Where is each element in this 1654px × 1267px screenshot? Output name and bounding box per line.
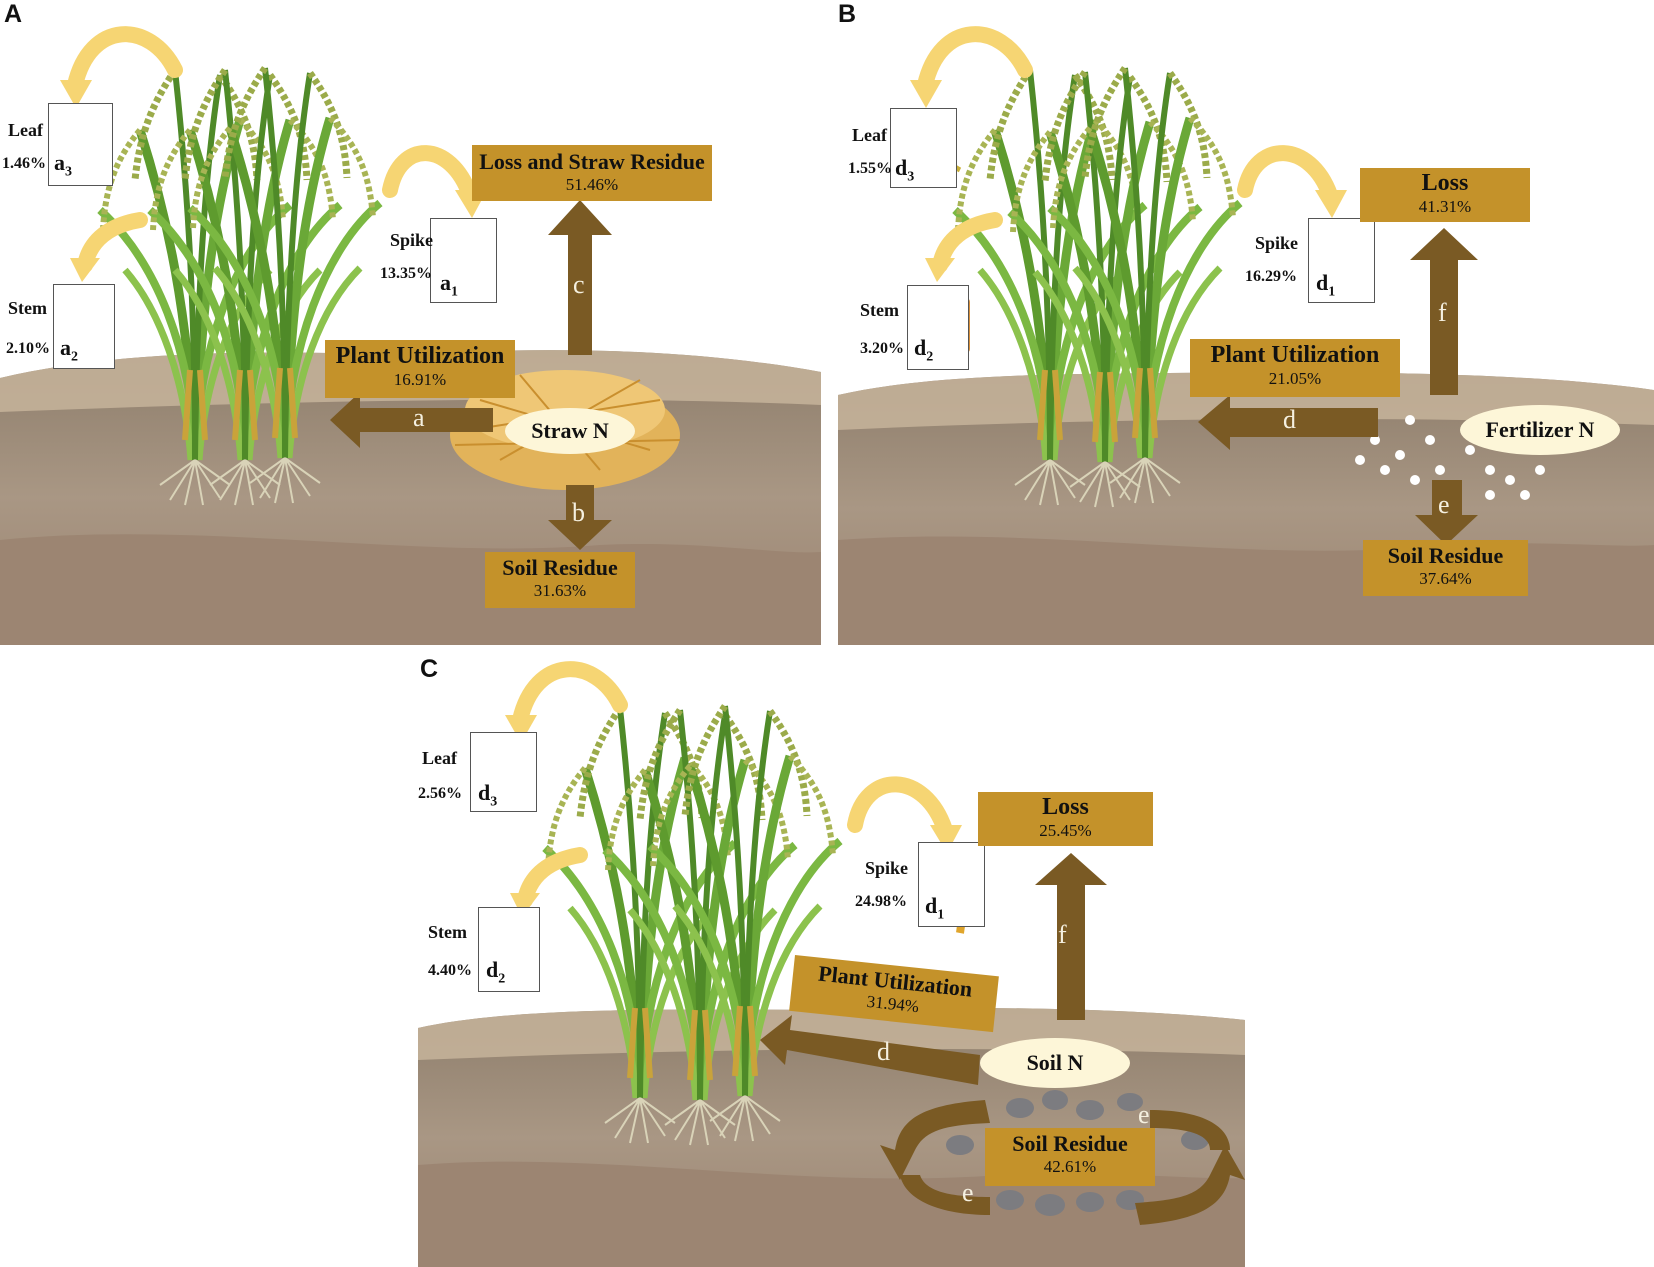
spike-pct: 24.98% — [855, 893, 907, 910]
panel-label-a: A — [4, 0, 23, 28]
leaf-box-c — [470, 732, 537, 812]
leaf-label: Leaf — [422, 748, 457, 768]
soil-residue-box: Soil Residue 37.64% — [1363, 540, 1528, 596]
arrow-label-e: e — [1438, 490, 1450, 519]
stem-box-b — [907, 285, 969, 370]
leaf-pct: 1.46% — [2, 155, 46, 172]
panel-c-flow-arrows — [760, 853, 1245, 1225]
stem-code: d2 — [486, 957, 506, 987]
panel-label-b: B — [838, 0, 857, 28]
spike-code: a1 — [440, 270, 458, 300]
panel-label-c: C — [420, 655, 439, 683]
plant-utilization-box: Plant Utilization 16.91% — [325, 340, 515, 398]
stem-label: Stem — [428, 922, 467, 942]
stem-code: d2 — [914, 335, 934, 365]
stem-pct: 4.40% — [428, 962, 472, 979]
leaf-box-b — [890, 108, 957, 188]
stem-box-c — [478, 907, 540, 992]
arrow-label-e-left: e — [962, 1178, 974, 1207]
stem-code: a2 — [60, 335, 78, 365]
spike-pct: 13.35% — [380, 265, 432, 282]
straw-n-ellipse: Straw N — [505, 408, 635, 454]
panel-a-flow-arrows — [330, 200, 612, 550]
spike-code: d1 — [925, 893, 945, 923]
arrow-label-f: f — [1438, 298, 1447, 327]
spike-box-b — [1308, 218, 1375, 303]
loss-straw-residue-box: Loss and Straw Residue 51.46% — [472, 145, 712, 201]
spike-box-c — [918, 842, 985, 927]
leaf-code: a3 — [54, 150, 72, 180]
arrow-label-b: b — [572, 498, 585, 527]
arrow-label-d: d — [1283, 405, 1296, 434]
leaf-code: d3 — [895, 155, 915, 185]
stem-label: Stem — [8, 298, 47, 318]
arrow-label-c: c — [573, 270, 585, 299]
spike-box-a — [430, 218, 497, 303]
loss-box: Loss 41.31% — [1360, 168, 1530, 222]
curve-arrows — [67, 26, 1338, 908]
leaf-pct: 2.56% — [418, 785, 462, 802]
spike-label: Spike — [1255, 233, 1299, 253]
leaf-code: d3 — [478, 780, 498, 810]
spike-label: Spike — [390, 230, 434, 250]
plant-utilization-box: Plant Utilization 21.05% — [1190, 339, 1400, 397]
arrow-label-d: d — [877, 1037, 890, 1066]
soil-residue-box: Soil Residue 31.63% — [485, 552, 635, 608]
loss-box: Loss 25.45% — [978, 792, 1153, 846]
spike-code: d1 — [1316, 270, 1336, 300]
stem-box-a — [53, 284, 115, 369]
leaf-box-a — [48, 103, 113, 186]
leaf-label: Leaf — [8, 120, 43, 140]
spike-label: Spike — [865, 858, 909, 878]
stem-pct: 2.10% — [6, 340, 50, 357]
soil-residue-box: Soil Residue 42.61% — [985, 1128, 1155, 1186]
spike-pct: 16.29% — [1245, 268, 1297, 285]
fertilizer-n-ellipse: Fertilizer N — [1460, 405, 1620, 455]
arrow-label-a: a — [413, 403, 425, 432]
fertilizer-granules — [1355, 415, 1545, 500]
arrow-label-f: f — [1058, 920, 1067, 949]
leaf-pct: 1.55% — [848, 160, 892, 177]
panel-b-flow-arrows — [1198, 228, 1478, 545]
arrow-label-e-right: e — [1138, 1100, 1150, 1129]
stem-label: Stem — [860, 300, 899, 320]
soil-n-ellipse: Soil N — [980, 1038, 1130, 1088]
soil-stones — [946, 1090, 1209, 1216]
stem-pct: 3.20% — [860, 340, 904, 357]
leaf-label: Leaf — [852, 125, 887, 145]
